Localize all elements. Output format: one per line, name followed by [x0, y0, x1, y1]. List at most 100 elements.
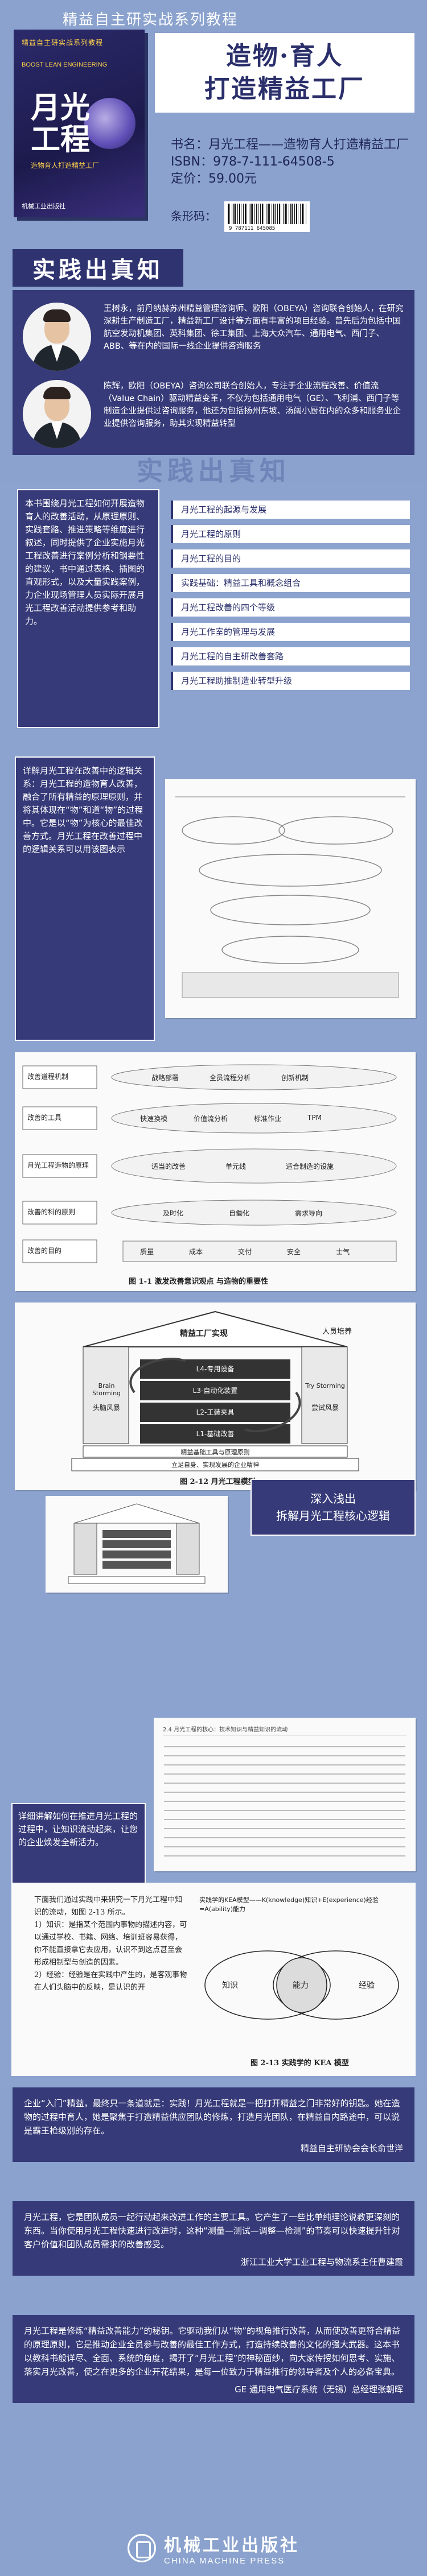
chapter-item: 月光工程助推制造业转型升级: [171, 672, 410, 690]
author-avatar-2: [23, 380, 91, 448]
fig1-item: 及时化: [163, 1209, 184, 1217]
fig1-item: 适合制造的设施: [286, 1163, 334, 1171]
deep-line2: 拆解月光工程核心逻辑: [276, 1509, 390, 1523]
explain-box: 详细讲解如何在推进月光工程的过程中，让知识流动起来，让您的企业焕发全新活力。: [11, 1803, 146, 1888]
cover-art-icon: [84, 98, 136, 149]
author-bio-2: 陈辉，欧阳（OBEYA）咨询公司联合创始人，专注于企业流程改善、价值流（Valu…: [104, 382, 401, 428]
book-price: 定价：59.00元: [171, 172, 257, 186]
intro-text: 本书围绕月光工程如何开展造物育人的改善活动，从原理原则、实践套路、推进策略等维度…: [25, 498, 145, 626]
review-1: 企业“入门”精益，最终只一条道就是：实践！月光工程就是一把打开精益之门非常好的钥…: [13, 2087, 414, 2162]
authors-section-title: 实践出真知: [13, 249, 183, 287]
fig1-row-label: 改善的目的: [27, 1247, 62, 1255]
fig2-right-en: Try Storming: [305, 1382, 345, 1390]
kea-knowledge: 知识: [222, 1981, 238, 1990]
cover-brand: 精益自主研实战系列教程: [22, 39, 104, 47]
fig1-item: TPM: [307, 1114, 322, 1122]
fig1-row-items: 及时化 自働化 需求导向: [163, 1208, 322, 1218]
fig1-row-items: 质量 成本 交付 安全 士气: [140, 1247, 350, 1256]
headline-line1: 造物·育人: [225, 42, 344, 71]
scan-body-text: 下面我们通过实践中来研究一下月光工程中知识的流动，如图 2-13 所示。 1）知…: [34, 1896, 187, 1992]
text-line: [164, 1828, 405, 1829]
fig1-row-items: 适当的改善 单元线 适合制造的设施: [151, 1161, 334, 1171]
fig2-level: L3-自动化装置: [192, 1387, 238, 1395]
fig2-base2: 立足自身、实现发展的企业精神: [171, 1461, 259, 1469]
publisher-logo-icon: [128, 2534, 156, 2562]
review-text: 月光工程，它是团队成员一起行动起来改进工作的主要工具。它产生了一些比单纯理论说教…: [24, 2212, 400, 2250]
figure-2-12: 精益工厂实现 人员培养 Brain Storming 头脑风暴 Try Stor…: [15, 1303, 416, 1490]
fig2-left-en: Brain Storming: [92, 1382, 121, 1397]
fig1-row-label: 月光工程造物的原理: [27, 1161, 89, 1169]
text-line: [164, 1837, 405, 1838]
fig2-roof: 精益工厂实现: [180, 1329, 228, 1338]
explain-text: 详细讲解如何在推进月光工程的过程中，让知识流动起来，让您的企业焕发全新活力。: [18, 1811, 138, 1847]
page-scan-header: 2.4 月光工程的核心：技术知识与精益知识的流动: [163, 1725, 407, 1735]
text-line: [164, 1810, 405, 1811]
text-line: [164, 1846, 405, 1847]
fig2-level: L4-专用设备: [196, 1365, 235, 1373]
text-line: [164, 1801, 405, 1802]
barcode-number: 9 787111 645085: [229, 226, 276, 231]
book-info: 书名：月光工程——造物育人打造精益工厂 ISBN：978-7-111-64508…: [171, 137, 409, 188]
text-line: [164, 1755, 405, 1756]
intro-section: 本书围绕月光工程如何开展造物育人的改善活动，从原理原则、实践套路、推进策略等维度…: [0, 489, 427, 745]
publisher-name-en: CHINA MACHINE PRESS: [164, 2556, 285, 2566]
fig1-item: 全员流程分析: [210, 1074, 251, 1082]
publisher-names: 机械工业出版社 CHINA MACHINE PRESS: [164, 2531, 299, 2566]
figure-1-1: 改善道程机制 改善的工具 月光工程造物的原理 改善的科的原则 改善的目的 战略部…: [15, 1052, 416, 1291]
barcode: 9 787111 645085: [224, 201, 310, 232]
book-isbn: ISBN：978-7-111-64508-5: [171, 155, 335, 169]
detail-box: 详解月光工程在改善中的逻辑关系：月光工程的造物育人改善，融合了所有精益的原理原则…: [15, 756, 155, 1041]
text-line: [164, 1819, 405, 1820]
fig2-right-zh: 尝试风暴: [311, 1404, 339, 1412]
fig1-row-items: 战略部署 全员流程分析 创新机制: [151, 1073, 309, 1082]
cover-publisher: 机械工业出版社: [22, 202, 65, 210]
fig2-base1: 精益基础工具与原理原则: [180, 1449, 250, 1456]
fig1-item: 交付: [238, 1248, 252, 1256]
headline-line2: 打造精益工厂: [204, 75, 365, 104]
chapter-list: 月光工程的起源与发展 月光工程的原则 月光工程的目的 实践基础：精益工具和概念组…: [171, 501, 410, 696]
figure-2-12-diagram: [71, 1310, 359, 1471]
publisher-name-zh: 机械工业出版社: [164, 2535, 299, 2556]
authors-section: 实践出真知 王树永，前丹纳赫苏州精益管理咨询师、欧阳（OBEYA）咨询联合创始人…: [0, 239, 427, 486]
kea-experience: 经验: [359, 1981, 375, 1990]
book-header: 精益自主研实战系列教程 精益自主研实战系列教程 BOOST LEAN ENGIN…: [0, 0, 427, 239]
chapter-item: 月光工程的起源与发展: [171, 501, 410, 519]
figure-2-12-caption: 图 2-12 月光工程模型: [180, 1478, 256, 1486]
chapter-item: 月光工程改善的四个等级: [171, 598, 410, 617]
chapter-item: 月光工程的原则: [171, 525, 410, 543]
review-signature: 浙江工业大学工业工程与物流系主任曹建霞: [240, 2257, 403, 2267]
fig2-level: L1-基础改善: [196, 1430, 235, 1438]
page-rule: [175, 796, 405, 797]
authors-card: 王树永，前丹纳赫苏州精益管理咨询师、欧阳（OBEYA）咨询联合创始人，在研究深耕…: [13, 290, 414, 455]
deep-dive-box: 深入浅出 拆解月光工程核心逻辑: [251, 1479, 416, 1536]
barcode-label: 条形码：: [171, 209, 216, 223]
kea-diagram: [204, 1950, 399, 2020]
fig1-item: 质量: [140, 1248, 154, 1256]
fig1-row-label: 改善道程机制: [27, 1073, 69, 1081]
fig1-row-items: 快速换模 价值流分析 标准作业 TPM: [140, 1114, 322, 1123]
book-title: 书名：月光工程——造物育人打造精益工厂: [171, 138, 409, 152]
text-line: [164, 1746, 405, 1747]
avatar-hair: [43, 309, 71, 322]
fig1-row-label: 改善的科的原则: [27, 1208, 76, 1216]
chapter-item: 月光工作室的管理与发展: [171, 623, 410, 641]
kea-title: 实践学的KEA模型——K(knowledge)知识+E(experience)经…: [199, 1896, 379, 1913]
chapter-item: 月光工程的目的: [171, 549, 410, 568]
book-page-scan-3: 2.4 月光工程的核心：技术知识与精益知识的流动: [154, 1718, 416, 1871]
fig1-item: 安全: [287, 1248, 301, 1256]
fig1-item: 快速换模: [140, 1115, 168, 1123]
book-page-scan-1: [165, 779, 416, 1018]
fig1-item: 成本: [189, 1248, 203, 1256]
figure-2-13-caption: 图 2-13 实践学的 KEA 模型: [251, 2059, 349, 2068]
review-text: 月光工程是修炼“精益改善能力”的秘钥。它驱动我们从“物”的视角推行改善，从而使改…: [24, 2326, 401, 2377]
review-3: 月光工程是修炼“精益改善能力”的秘钥。它驱动我们从“物”的视角推行改善，从而使改…: [13, 2315, 414, 2403]
fig1-item: 士气: [336, 1248, 350, 1256]
page-scan-mini-diagram: [68, 1503, 206, 1584]
page-scan-diagram: [182, 816, 399, 998]
authors-ghost-title: 实践出真知: [137, 456, 290, 486]
fig1-row-label: 改善的工具: [27, 1114, 62, 1122]
chapter-item: 实践基础：精益工具和概念组合: [171, 574, 410, 592]
book-page-scan-4: 下面我们通过实践中来研究一下月光工程中知识的流动，如图 2-13 所示。 1）知…: [11, 1883, 416, 2076]
text-line: [164, 1773, 405, 1775]
